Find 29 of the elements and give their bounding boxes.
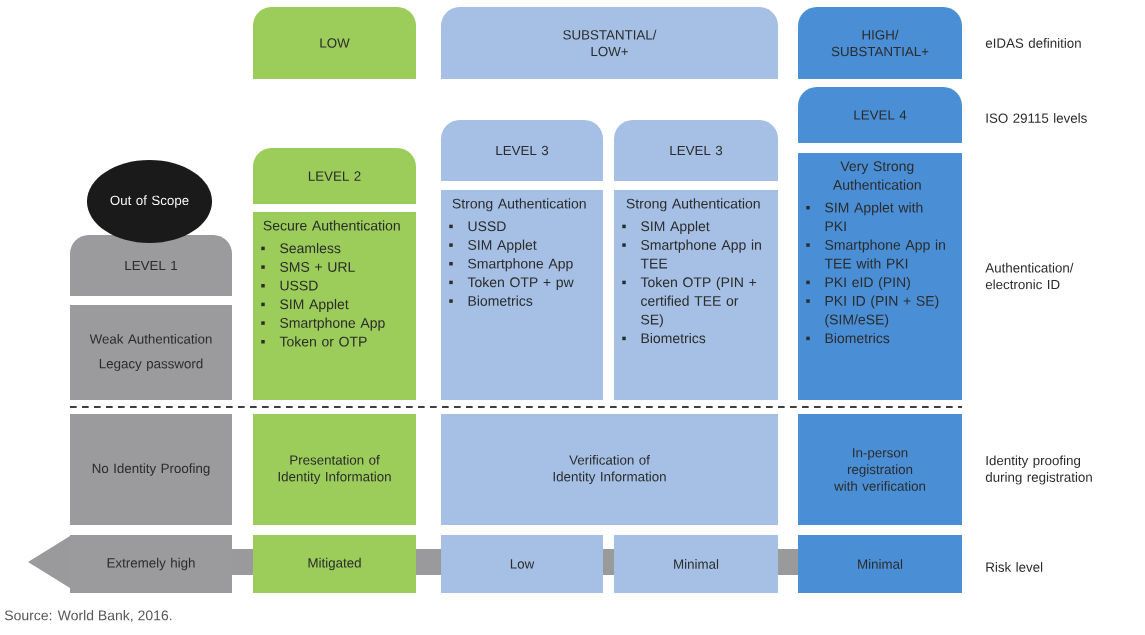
authentication-box: Secure Authentication Seamless SMS + URL USSD SIM Applet Smartphone App Token or OTP	[253, 212, 416, 400]
level-box: LEVEL 4	[798, 87, 962, 143]
risk-box: Minimal	[614, 535, 778, 593]
row-label: Authentication/ electronic ID	[985, 262, 1074, 290]
authentication-box: Very Strong Authentication SIM Applet with PKI Smartphone App in TEE with PKI PKI eID (PIN) PKI ID (PIN + SE) (SIM/eSE) Biometrics	[798, 153, 962, 400]
row-label: eIDAS definition	[985, 38, 1081, 48]
level-box: LEVEL 1	[70, 235, 232, 296]
assurance-level-box: LOW	[253, 7, 416, 79]
caption: Source: World Bank, 2016.	[4, 610, 172, 622]
risk-box: Extremely high	[70, 535, 232, 593]
proofing-box: Presentation of Identity Information	[253, 414, 416, 525]
row-label: Identity proofing during registration	[985, 455, 1092, 485]
assurance-level-box: SUBSTANTIAL/ LOW+	[441, 7, 778, 79]
authentication-box: Weak Authentication Legacy password	[70, 305, 232, 400]
row-label: ISO 29115 levels	[986, 113, 1087, 123]
authentication-box: Strong Authentication SIM Applet Smartphone App in TEE Token OTP (PIN + certified TEE or SE) Biometrics	[614, 190, 778, 400]
proofing-box: In-person registration with verification	[798, 414, 962, 525]
level-box: LEVEL 3	[614, 120, 778, 181]
risk-box: Low	[441, 535, 603, 593]
assurance-level-box: HIGH/ SUBSTANTIAL+	[798, 7, 962, 79]
risk-box: Minimal	[798, 535, 962, 593]
node-label: Extremely high	[107, 557, 195, 571]
proofing-box: Verification of Identity Information	[441, 414, 778, 525]
level-box: LEVEL 2	[253, 148, 416, 204]
level-box: LEVEL 3	[441, 120, 603, 181]
authentication-box: Strong Authentication USSD SIM Applet Smartphone App Token OTP + pw Biometrics	[441, 190, 603, 400]
row-label: Risk level	[986, 562, 1043, 572]
risk-box: Mitigated	[253, 535, 416, 593]
proofing-box: No Identity Proofing	[70, 414, 232, 525]
